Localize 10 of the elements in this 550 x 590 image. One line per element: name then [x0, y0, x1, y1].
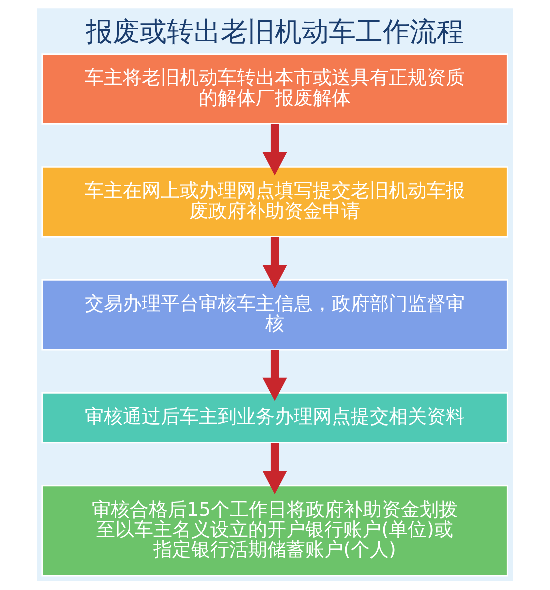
- arrow: [262, 124, 288, 176]
- diagram-title: 报废或转出老旧机动车工作流程: [86, 16, 464, 48]
- node-box: 车主将老旧机动车转出本市或送具有正规资质的解体厂报废解体: [42, 54, 508, 125]
- node-box: 审核通过后车主到业务办理网点提交相关资料: [42, 392, 508, 444]
- arrow: [262, 443, 288, 494]
- arrow: [262, 350, 288, 402]
- node-box: 审核合格后15个工作日将政府补助资金划拨至以车主名义设立的开户银行账户(单位)或指定银行活期储蓄账户(个人): [42, 485, 508, 577]
- node-box: 车主在网上或办理网点填写提交老旧机动车报废政府补助资金申请: [42, 166, 508, 238]
- node-box: 交易办理平台审核车主信息，政府部门监督审核: [42, 280, 508, 351]
- arrow: [262, 237, 288, 289]
